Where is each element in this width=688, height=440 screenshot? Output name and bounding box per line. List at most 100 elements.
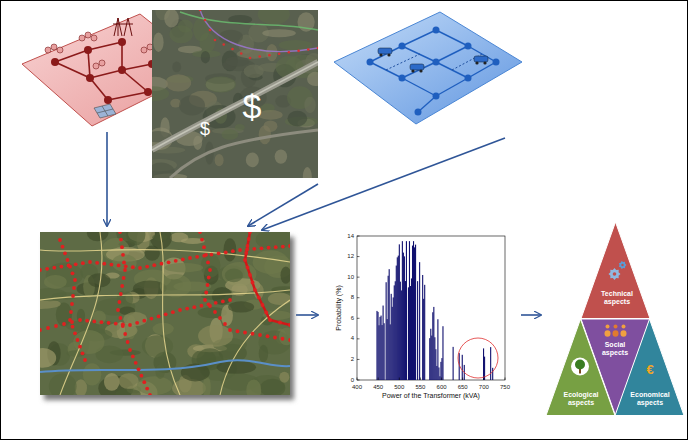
grid-line: [55, 62, 90, 78]
overlay-dot: [199, 10, 318, 59]
grid-node: [51, 58, 59, 66]
histogram-bar: [439, 376, 440, 380]
histogram-bar: [414, 247, 415, 380]
substation-dot: [221, 300, 225, 304]
aspect-label: Social aspects: [593, 341, 637, 357]
substation-dot: [192, 305, 196, 309]
overlay-dot: [199, 10, 202, 11]
histogram-bar: [378, 325, 379, 380]
grid-line: [402, 78, 436, 96]
substation-dot: [74, 262, 78, 266]
substation-dot: [123, 268, 127, 272]
substation-dot: [88, 260, 92, 264]
terrain-patch: [181, 238, 205, 244]
grid-line: [436, 46, 468, 62]
histogram-bar: [392, 307, 393, 380]
axis-title: Probability (%): [335, 285, 343, 331]
axis-tick: [357, 277, 360, 278]
substation-dot: [73, 331, 77, 335]
terrain-patch: [259, 125, 271, 144]
histogram-bar: [401, 290, 402, 380]
substation-dot: [150, 317, 154, 321]
substation-dot: [224, 250, 228, 254]
substation-dot: [251, 281, 255, 285]
substation-dot: [83, 358, 87, 362]
tick-label: 4: [351, 334, 354, 342]
triangle-shape: [615, 319, 684, 416]
overlay-dot: [204, 19, 207, 22]
histogram-bar: [400, 282, 401, 380]
terrain-patch: [122, 292, 133, 307]
substation-dot: [126, 340, 130, 344]
text-holder: Power of the Transformer (kVA): [356, 392, 506, 400]
grid-line: [402, 30, 436, 46]
axis-tick: [462, 378, 463, 381]
substation-dot: [58, 238, 62, 242]
terrain-patch: [142, 335, 173, 357]
substation-dot: [120, 284, 124, 288]
tick-label: 12: [347, 252, 354, 260]
substation-dot: [243, 258, 247, 262]
overlay-dot: [278, 52, 281, 55]
overlay-dot: [214, 39, 217, 42]
histogram-bar: [440, 362, 441, 380]
substation-dot: [54, 324, 58, 328]
substation-dot: [208, 268, 212, 272]
people-icon: [620, 330, 626, 336]
axis-tick: [357, 297, 360, 298]
gear-icon: [608, 261, 626, 280]
terrain-patch: [258, 110, 282, 120]
substation-dot: [206, 261, 210, 265]
pylon-symbol: [113, 18, 133, 36]
substation-dot: [167, 260, 171, 264]
terrain-patch: [246, 153, 259, 168]
substation-dot: [121, 253, 125, 257]
substation-dot: [78, 318, 82, 322]
histogram-bar: [398, 256, 399, 380]
tick-label: 650: [458, 383, 468, 391]
axis-tick: [505, 378, 506, 381]
histogram-bar: [405, 281, 406, 380]
histogram-bar: [433, 307, 434, 380]
terrain-patch: [172, 62, 181, 73]
substation-dot: [68, 265, 72, 269]
histogram-bar: [419, 262, 420, 380]
substation-dot: [114, 322, 118, 326]
road: [220, 300, 290, 395]
text-holder: 10: [326, 273, 354, 281]
terrain-patch: [169, 25, 192, 43]
car-symbol: [387, 53, 390, 56]
substation-dot: [273, 336, 277, 340]
substation-dot: [217, 252, 221, 256]
highlight-circle: [458, 338, 498, 378]
histogram-bar: [423, 299, 424, 380]
substation-dot: [245, 248, 249, 252]
histogram-bar: [387, 319, 388, 380]
axis-tick: [357, 256, 360, 257]
grid-line: [436, 78, 468, 96]
terrain-patch: [44, 275, 67, 289]
histogram-bar: [411, 278, 412, 380]
terrain-patch: [152, 234, 167, 241]
terrain-patch: [179, 95, 205, 115]
text-holder: Technical aspects: [593, 290, 641, 306]
text-holder: 600: [430, 383, 454, 391]
histogram-bar: [429, 338, 430, 380]
histogram-bar: [437, 319, 438, 380]
tick-label: 8: [351, 293, 354, 301]
histogram-bar: [389, 269, 390, 380]
substation-dot: [243, 331, 247, 335]
flow-arrow: [296, 314, 318, 316]
tree-icon: [571, 357, 589, 375]
substation-dot: [200, 304, 204, 308]
overlay-dot: [288, 51, 291, 54]
histogram-bar: [424, 285, 425, 380]
currency-symbol: $: [243, 88, 262, 124]
substation-dot: [252, 247, 256, 251]
consumer-symbol: [99, 60, 105, 66]
substation-dot: [171, 310, 175, 314]
area-map: [40, 232, 290, 395]
substation-dot: [264, 311, 268, 315]
histogram-bar: [376, 311, 377, 380]
gear-icon: [608, 268, 620, 280]
